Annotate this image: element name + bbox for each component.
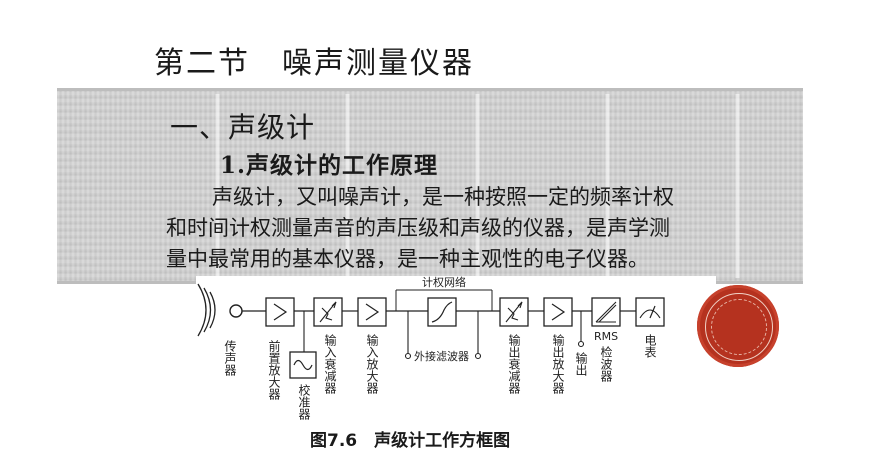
sound-wave-icon [197,283,216,337]
preamp-label: 前置放大器 [267,339,281,401]
external-filter-terminal [404,352,412,360]
attenuator-icon [319,301,337,323]
microphone-icon [229,304,243,318]
amplifier-icon [551,303,566,321]
rms-label: RMS [594,330,618,343]
band-texture [97,94,757,278]
paragraph-line: 和时间计权测量声音的声压级和声级的仪器，是声学测 [166,216,670,240]
output-amp-block [543,297,573,327]
description-paragraph: 声级计，又叫噪声计，是一种按照一定的频率计权 和时间计权测量声音的声压级和声级的… [166,182,726,275]
heading-sound-level-meter: 一、声级计 [170,111,316,144]
seal-ring [705,293,773,361]
weighting-network-label: 计权网络 [422,276,466,289]
attenuator-icon [505,301,523,323]
block-diagram-svg: 计权网络 外接滤波器 传声器 前置放大器 校准器 输 [196,276,716,426]
meter-label: 电表 [643,334,657,358]
paragraph-line: 量中最常用的基本仪器，是一种主观性的电子仪器。 [166,247,649,271]
seal-inner-ring [711,299,767,355]
output-terminal [577,340,585,348]
decorative-seal [697,285,779,367]
meter-needle-icon [649,305,656,319]
block-diagram: 计权网络 外接滤波器 传声器 前置放大器 校准器 输 [196,276,716,440]
amplifier-icon [273,303,288,321]
input-amp-label: 输入放大器 [365,333,379,395]
heading-working-principle: 1.声级计的工作原理 [220,152,439,179]
section-title: 第二节 噪声测量仪器 [154,46,474,81]
rms-detector-label: 检波器 [599,345,613,383]
content-band [57,88,803,284]
calibrator-label: 校准器 [297,383,311,421]
diagram-labels: 传声器 前置放大器 校准器 输入衰减器 输入放大器 输出衰减器 输出放大器 输出… [223,330,657,421]
input-attenuator-label: 输入衰减器 [323,333,337,395]
left-band-edge [0,88,57,284]
microphone-label: 传声器 [223,339,237,377]
figure-caption: 图7.6 声级计工作方框图 [310,431,511,451]
preamp-block [265,297,295,327]
meter-block [635,297,665,327]
meter-dial-icon [639,309,661,319]
output-attenuator-label: 输出衰减器 [507,333,521,395]
external-filter-label: 外接滤波器 [414,350,469,363]
output-amp-label: 输出放大器 [551,333,565,395]
band-top-rim [57,88,803,91]
filter-curve-icon [431,301,453,323]
sine-wave-icon [293,359,313,371]
input-amp-block [357,297,387,327]
amplifier-icon [365,303,380,321]
paragraph-line: 声级计，又叫噪声计，是一种按照一定的频率计权 [212,185,674,209]
output-label: 输出 [574,351,588,376]
detector-icon [595,301,617,323]
external-filter-terminal [474,352,482,360]
